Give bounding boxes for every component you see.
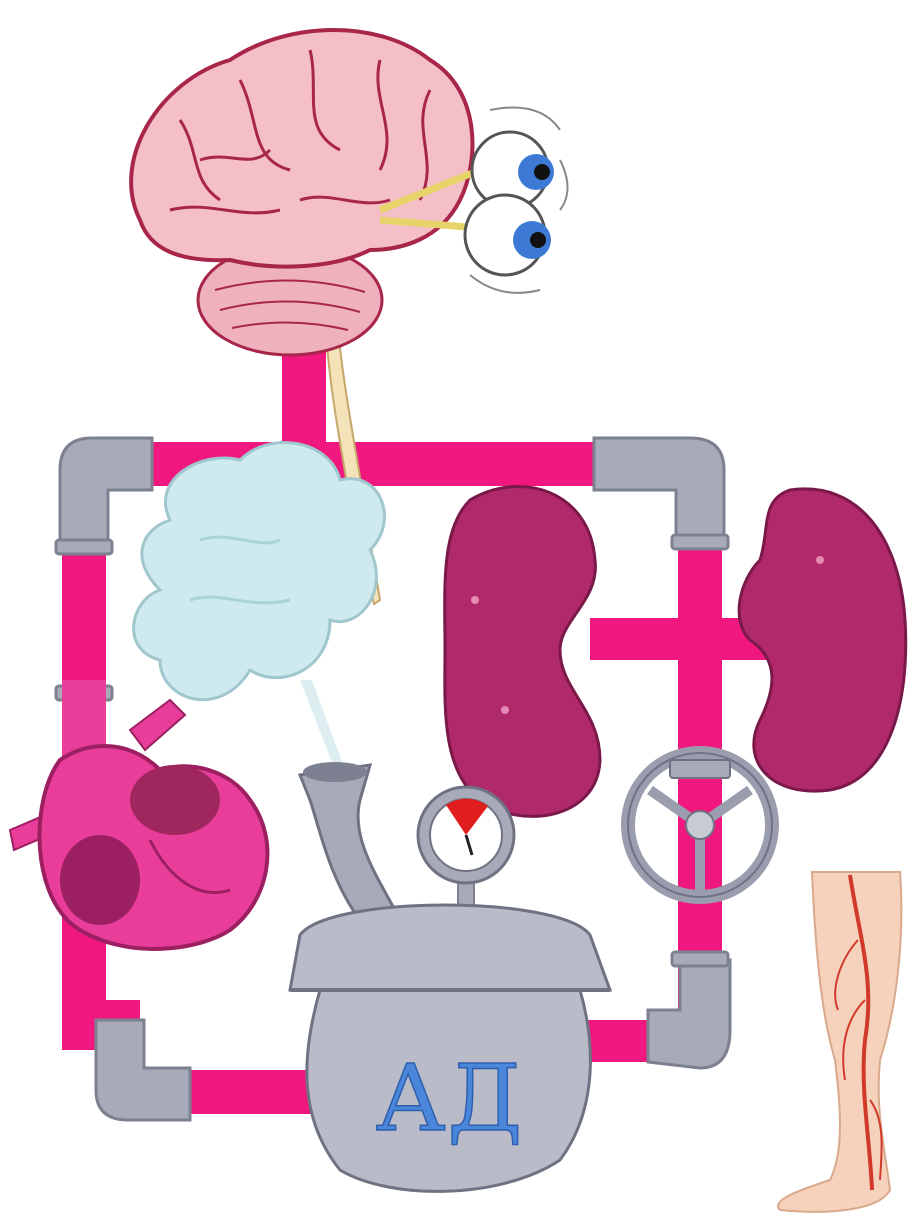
heart-icon xyxy=(10,680,267,949)
pressure-gauge-icon xyxy=(418,787,514,920)
valve-wheel-icon xyxy=(628,753,772,897)
leg-arteries-icon xyxy=(768,868,920,1228)
tank-label: АД xyxy=(376,1045,524,1152)
